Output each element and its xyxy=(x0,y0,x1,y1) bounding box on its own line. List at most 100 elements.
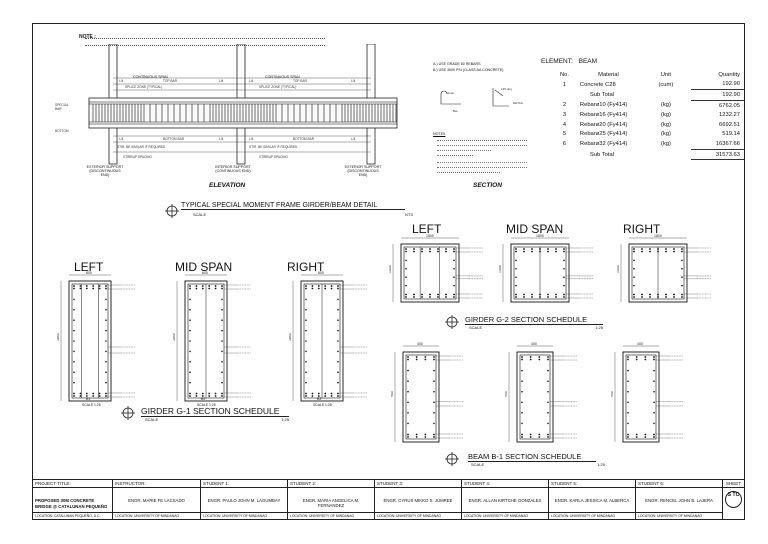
width-dimension-label: 600 xyxy=(202,271,208,275)
tb-project: PROJECT TITLE: PROPOSED 30M CONCRETE BRI… xyxy=(33,480,113,520)
section-marker-icon xyxy=(165,204,179,218)
drawing-sheet: NOTE : xyxy=(32,23,745,520)
g2-title-text: GIRDER G-2 SECTION SCHEDULE xyxy=(465,315,603,325)
row-no: 6 xyxy=(562,141,567,148)
section-note-b: B.) USE 3000 PSI (CLASS AA CONCRETE) xyxy=(433,68,504,72)
tb-instructor-label: INSTRUCTOR: xyxy=(113,480,200,488)
width-dimension-label: 1800 xyxy=(536,234,544,238)
svg-text:L/4: L/4 xyxy=(249,137,254,141)
section-caption: SECTION xyxy=(473,182,502,189)
g1-section-mid: 600 1800 xyxy=(173,271,251,402)
row-unit: (kg) xyxy=(660,121,671,128)
element-value: BEAM xyxy=(578,58,598,65)
svg-text:L/4: L/4 xyxy=(219,79,224,83)
tb-student-label: STUDENT 6: xyxy=(636,480,722,488)
tb-student-name: ENGR. RENCEL JOHN B. LAJERA xyxy=(645,498,713,503)
height-dimension-label: 900 xyxy=(391,391,394,397)
row-quantity: 31573.63 xyxy=(690,148,744,161)
g2-label-mid: MID SPAN xyxy=(506,222,564,236)
continuous-span-label-2: CONTINUOUS SPAN xyxy=(265,75,300,79)
row-material: Rebarø20 (Fy414) xyxy=(579,121,628,128)
width-dimension-label: 1800 xyxy=(654,234,662,238)
tb-student-name: ENGR. MARIA ANGELICA M. FERNANDEZ xyxy=(302,498,360,508)
g1-scale-tag-right: SCALE 1:25 xyxy=(313,403,332,407)
svg-text:STIRRUP SPACING: STIRRUP SPACING xyxy=(123,155,152,159)
support-label-exterior-right: EXTERIOR SUPPORT (DISCONTINUOUS END) xyxy=(344,165,382,177)
g1-title-text: GIRDER G-1 SECTION SCHEDULE xyxy=(141,406,289,417)
header-quantity: Quantity xyxy=(718,71,740,78)
scale-value: 1:25 xyxy=(281,417,289,422)
tb-student-4: STUDENT 4: ENGR. ALLAN KIRTCHE GONZALES … xyxy=(462,480,549,520)
tb-student-label: STUDENT 4: xyxy=(462,480,548,488)
tb-sheet-code-text: S TC xyxy=(727,492,740,498)
tb-location: LOCATION: UNIVERSITY OF MINDANAO xyxy=(375,512,461,520)
g2-title: GIRDER G-2 SECTION SCHEDULE xyxy=(465,315,603,325)
row-material: Rebarø16 (Fy414) xyxy=(579,112,628,119)
svg-text:DETAIL: DETAIL xyxy=(513,101,524,105)
title-block: PROJECT TITLE: PROPOSED 30M CONCRETE BRI… xyxy=(33,479,744,520)
row-quantity: 519.14 xyxy=(722,131,740,138)
row-no: 4 xyxy=(562,121,567,128)
tb-student-3: STUDENT 3: ENGR. CYRUS MIKKO S. JUMREE L… xyxy=(375,480,462,520)
height-dimension-label: 1000 xyxy=(617,265,620,273)
svg-text:135 deg: 135 deg xyxy=(501,87,512,91)
svg-text:TOP BAR: TOP BAR xyxy=(293,79,308,83)
row-unit: (kg) xyxy=(660,102,671,109)
typical-detail-title: TYPICAL SPECIAL MOMENT FRAME GIRDER/BEAM… xyxy=(181,202,405,210)
height-dimension-label: 1800 xyxy=(289,333,292,341)
svg-text:TOP BAR: TOP BAR xyxy=(163,79,178,83)
header-material: Material xyxy=(598,71,619,78)
width-dimension-label: 600 xyxy=(318,271,324,275)
width-dimension-label: 600 xyxy=(86,271,92,275)
g1-scale-tag-left: SCALE 1:25 xyxy=(82,403,101,407)
typical-detail-title-text: TYPICAL SPECIAL MOMENT FRAME GIRDER/BEAM… xyxy=(181,202,405,210)
svg-text:L/4: L/4 xyxy=(351,79,356,83)
svg-text:BOTTOM BAR: BOTTOM BAR xyxy=(293,137,315,141)
row-unit xyxy=(641,149,691,160)
tb-student-name: ENGR. ALLAN KIRTCHE GONZALES xyxy=(468,498,542,503)
b1-section-right: 400 900 xyxy=(611,342,683,443)
tb-location: LOCATION: UNIVERSITY OF MINDANAO xyxy=(462,512,548,520)
row-quantity: 1232.27 xyxy=(719,112,740,119)
row-material: Rebarø10 (Fy414) xyxy=(579,102,628,109)
svg-text:L/4: L/4 xyxy=(119,79,124,83)
section-notes-title: NOTES xyxy=(433,132,446,136)
svg-text:Bar: Bar xyxy=(453,109,458,113)
height-dimension-label: 900 xyxy=(611,391,614,397)
width-dimension-label: 400 xyxy=(531,342,537,346)
tb-student-name: ENGR. PAULO JOHN M. LAGUMBAY xyxy=(207,498,281,503)
row-no: 3 xyxy=(562,112,567,119)
element-label: ELEMENT: BEAM xyxy=(541,58,597,65)
tb-student-5: STUDENT 5: ENGR. KARLA JESSICA M. ALBERC… xyxy=(549,480,636,520)
width-dimension-label: 400 xyxy=(637,342,643,346)
scale-label: SCALE xyxy=(469,325,483,330)
note-label: NOTE : xyxy=(79,34,96,40)
tb-student-label: STUDENT 5: xyxy=(549,480,635,488)
support-label-exterior-left: EXTERIOR SUPPORT (DISCONTINUOUS END) xyxy=(86,165,124,177)
tb-student-label: STUDENT 2: xyxy=(288,480,374,488)
row-no xyxy=(553,149,576,160)
b1-title-text: BEAM B-1 SECTION SCHEDULE xyxy=(468,452,596,462)
note-text-lines xyxy=(85,38,325,46)
header-no: No. xyxy=(559,71,569,78)
svg-text:L/4: L/4 xyxy=(219,137,224,141)
tb-sheet-code: S TC xyxy=(725,491,742,508)
height-dimension-label: 900 xyxy=(505,391,508,397)
row-material: Rebarø32 (Fy414) xyxy=(579,141,628,148)
height-dimension-label: 1800 xyxy=(173,333,176,341)
svg-text:BOTTOM: BOTTOM xyxy=(55,129,69,133)
tb-project-label: PROJECT TITLE: xyxy=(33,480,112,488)
row-material: Concrete C28 xyxy=(579,81,616,88)
svg-text:BAR: BAR xyxy=(55,107,62,111)
g1-tag-right: B3 xyxy=(317,397,322,401)
scale-value: NTS xyxy=(405,212,413,217)
row-no: 1 xyxy=(562,81,567,88)
